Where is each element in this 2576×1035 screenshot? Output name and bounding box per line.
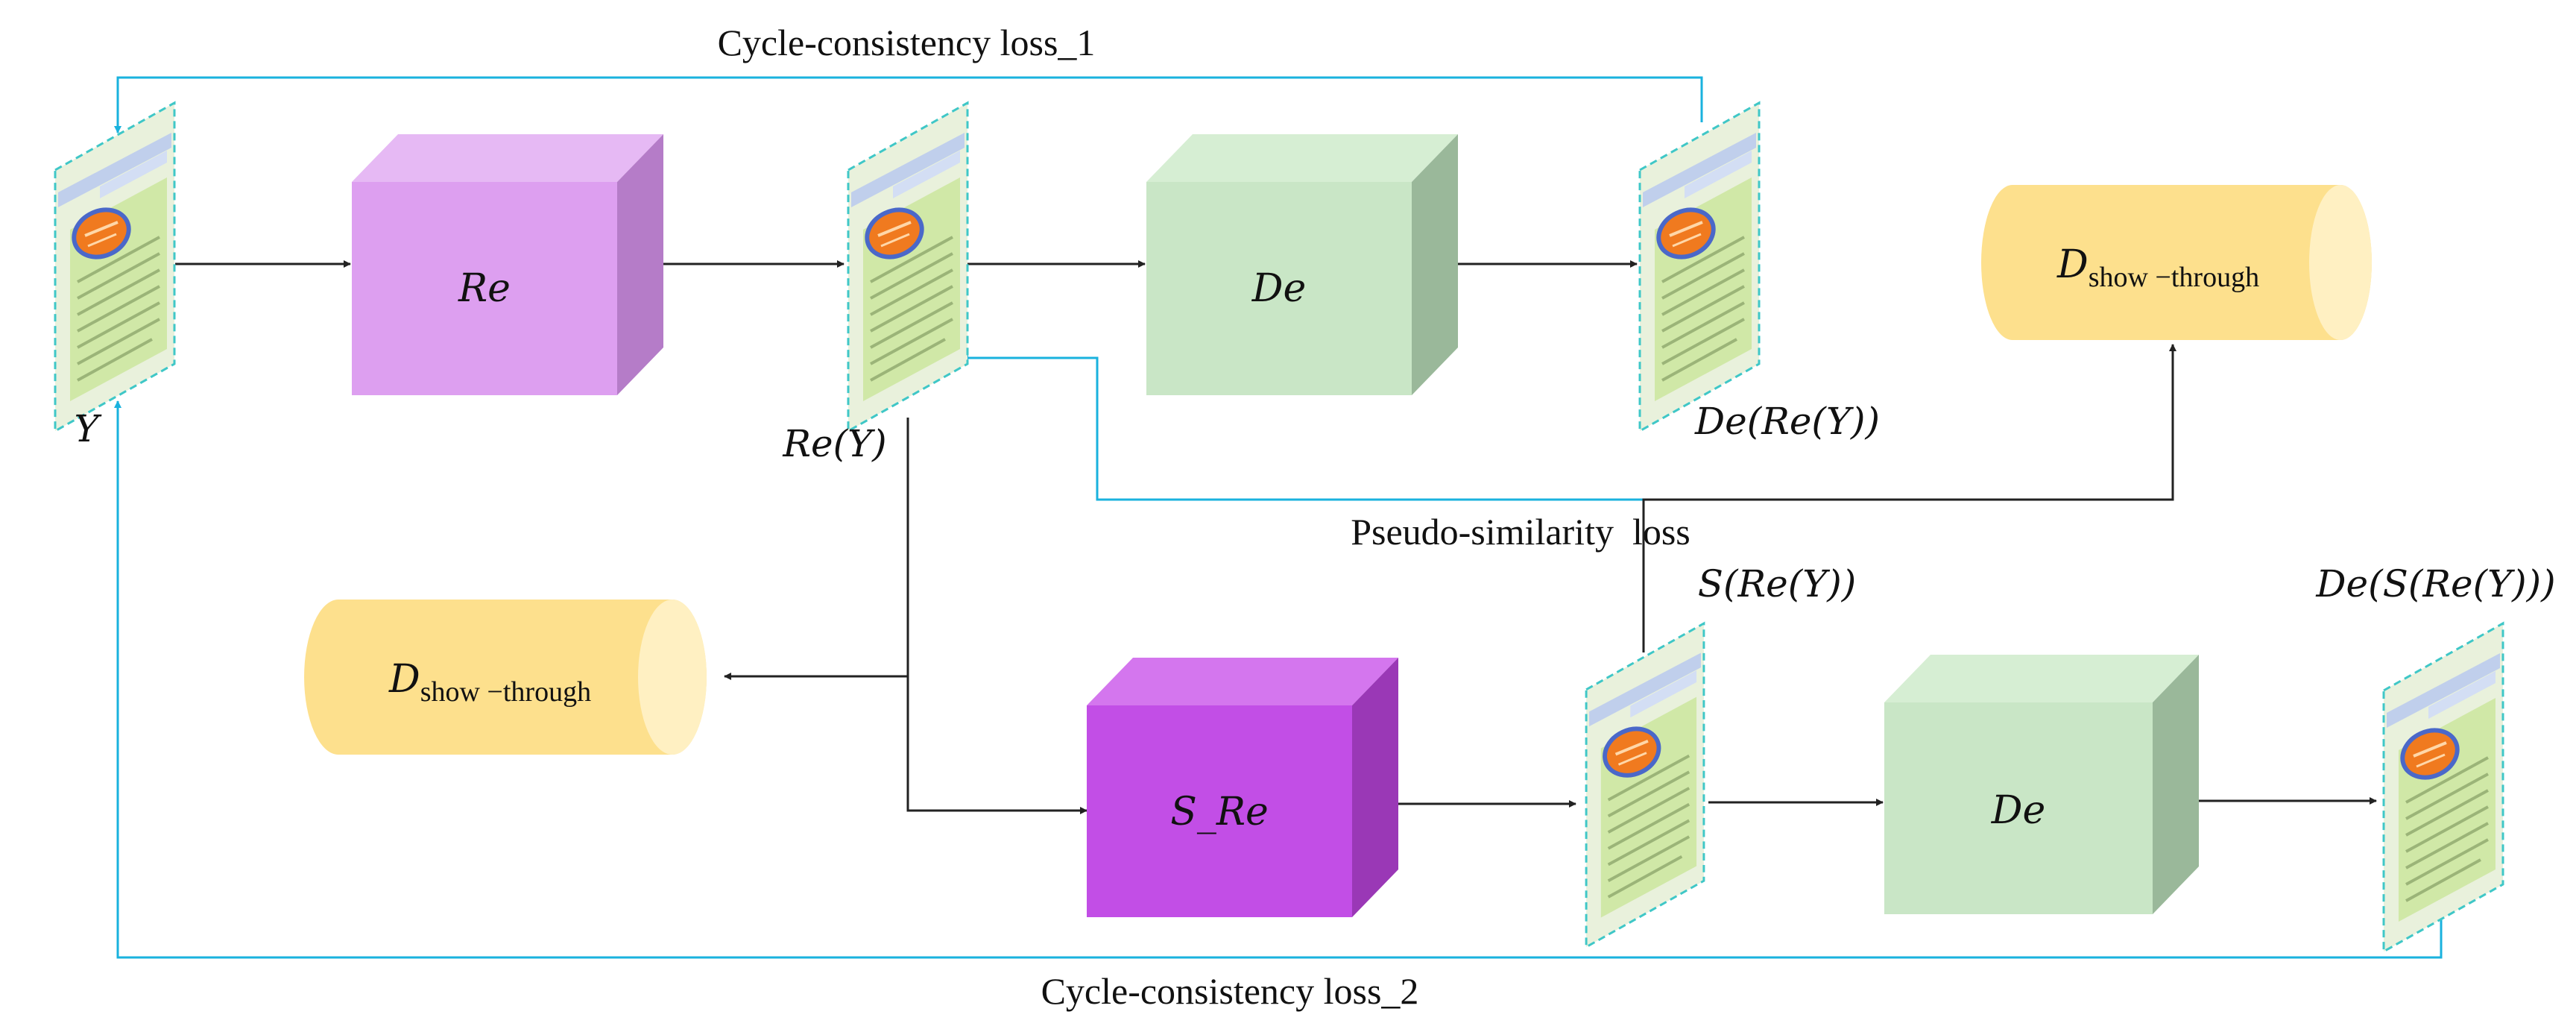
image-re-y-thumbnail (848, 103, 967, 431)
de-bottom-block-label: De (1991, 788, 2045, 833)
image-s-re-y-label: S(Re(Y)) (1698, 562, 1857, 605)
arrow-re-y-to-s-re (906, 676, 1087, 814)
image-de-re-y-thumbnail (1640, 103, 1759, 431)
discriminator-top-right-label: Dshow −through (2056, 242, 2259, 293)
arrow-s-re-y-to-discriminator (1642, 344, 2176, 652)
s-re-block-label: S_Re (1170, 790, 1269, 834)
pseudo-similarity-loss-line (961, 354, 1644, 501)
cycle-loss-2-label: Cycle-consistency loss_2 (1041, 970, 1419, 1012)
image-de-s-re-y-thumbnail (2384, 623, 2503, 951)
image-y-label: Y (74, 407, 101, 450)
image-y-thumbnail (55, 103, 174, 431)
re-block (352, 134, 663, 395)
image-re-y-label: Re(Y) (782, 422, 886, 465)
image-de-s-re-y-label: De(S(Re(Y))) (2315, 562, 2555, 605)
cycle-loss-1-label: Cycle-consistency loss_1 (718, 22, 1096, 63)
image-de-re-y-label: De(Re(Y)) (1694, 400, 1880, 443)
s-re-block (1087, 658, 1398, 917)
de-top-block-label: De (1251, 266, 1306, 311)
cycle-loss-1-line (114, 76, 1703, 133)
pseudo-similarity-loss-label: Pseudo-similarity loss (1351, 511, 1690, 553)
cycle-loss-2-line (114, 400, 2443, 959)
de-bottom-block (1884, 655, 2199, 914)
discriminator-bottom-left-label: Dshow −through (388, 657, 591, 708)
image-s-re-y-thumbnail (1586, 623, 1704, 947)
discriminator-top-right (1981, 185, 2372, 340)
de-top-block (1146, 134, 1458, 395)
discriminator-bottom-left (304, 600, 707, 755)
re-block-label: Re (458, 266, 511, 311)
